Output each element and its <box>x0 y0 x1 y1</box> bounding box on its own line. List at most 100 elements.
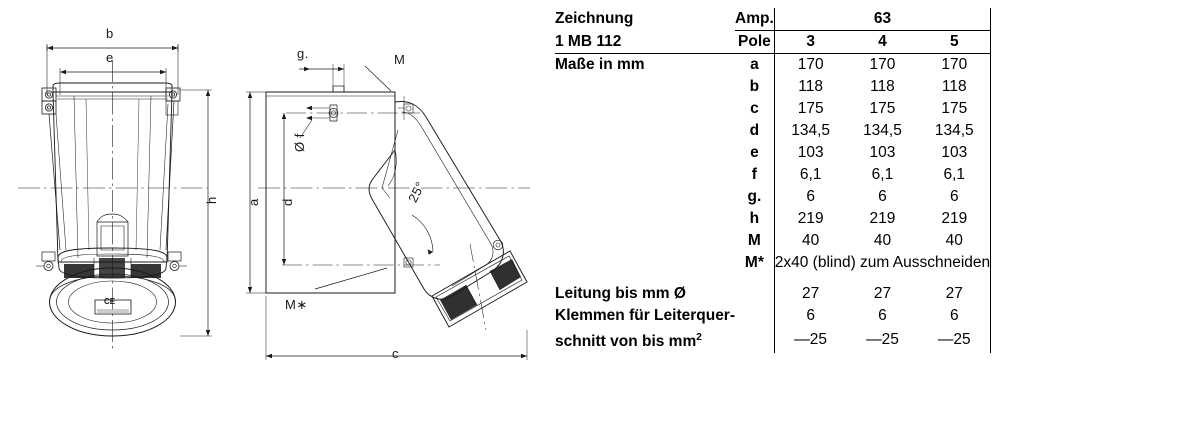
row-value: 6,1 <box>773 164 847 186</box>
table-row: b 118 118 118 <box>555 76 992 98</box>
row-symbol: b <box>749 78 760 95</box>
row-symbol: d <box>749 122 760 139</box>
terminal-label-line1: Klemmen für Leiterquer- <box>555 307 736 324</box>
pole-count-4: 4 <box>846 30 919 54</box>
row-symbol: g. <box>747 188 762 205</box>
row-value: 103 <box>869 144 896 161</box>
row-value: —25 <box>918 327 992 354</box>
row-value: 40 <box>873 232 892 249</box>
table-row: g. 6 6 6 <box>555 186 992 208</box>
cable-label: Leitung bis mm Ø <box>555 285 686 302</box>
table-row: f 6,1 6,1 6,1 <box>555 164 992 186</box>
row-desc-empty <box>555 98 735 120</box>
table-row-terminal-2: schnitt von bis mm2 —25 —25 —25 <box>555 327 992 354</box>
drawing-number: 1 MB 112 <box>555 30 736 54</box>
row-value: 175 <box>918 98 992 120</box>
row-symbol: c <box>750 100 759 117</box>
row-value: 118 <box>918 76 992 98</box>
dimensions-label: Maße in mm <box>555 56 645 73</box>
row-symbol-empty <box>735 327 774 353</box>
row-value: 27 <box>873 285 892 302</box>
pole-count-3: 3 <box>773 30 847 54</box>
row-desc-empty <box>555 164 735 186</box>
amp-label: Amp. <box>735 8 775 31</box>
dimension-label-m-star: M∗ <box>285 297 308 312</box>
row-desc-empty <box>555 120 735 142</box>
specification-table: Zeichnung Amp. 63 1 MB 112 Pole 3 4 5 Ma… <box>555 8 992 354</box>
technical-drawing: b e h g. M Ø f a d 25° M∗ c CE <box>0 0 545 427</box>
row-value: 134,5 <box>863 122 902 139</box>
table-row-mstar: M* 2x40 (blind) zum Ausschneiden <box>555 252 992 274</box>
row-symbol: h <box>749 210 760 227</box>
dimension-label-c: c <box>392 346 399 361</box>
row-symbol-empty <box>735 283 774 305</box>
row-value: 170 <box>918 53 992 76</box>
table-row-amp: Zeichnung Amp. 63 <box>555 8 992 31</box>
table-row-terminal-1: Klemmen für Leiterquer- 6 6 6 <box>555 305 992 327</box>
row-value: 6,1 <box>871 166 894 183</box>
amp-value: 63 <box>773 8 992 31</box>
ce-marking-label: CE <box>104 297 116 306</box>
drawing-label: Zeichnung <box>555 10 634 28</box>
row-value: 6 <box>878 307 887 324</box>
row-value: 219 <box>869 210 896 227</box>
table-row: h 219 219 219 <box>555 208 992 230</box>
table-row: e 103 103 103 <box>555 142 992 164</box>
row-desc-empty <box>555 186 735 208</box>
row-value: 134,5 <box>918 120 992 142</box>
row-value: 6 <box>773 186 847 208</box>
dimension-label-g: g. <box>297 46 309 61</box>
dimension-label-h: h <box>204 196 219 204</box>
row-value: 118 <box>773 76 847 98</box>
row-symbol: a <box>750 56 759 73</box>
row-value: 40 <box>918 230 992 252</box>
row-symbol: M <box>747 232 761 249</box>
table-row: Maße in mm a 170 170 170 <box>555 53 992 76</box>
drawing-canvas <box>18 44 530 360</box>
pole-count-5: 5 <box>918 30 992 54</box>
row-value: 27 <box>918 283 992 305</box>
dimension-label-e: e <box>106 50 114 65</box>
row-value: 170 <box>869 56 896 73</box>
row-value: —25 <box>866 331 899 349</box>
row-symbol: f <box>751 166 757 183</box>
row-desc-empty <box>555 142 735 164</box>
pole-label: Pole <box>735 30 775 54</box>
table-row-cable: Leitung bis mm Ø 27 27 27 <box>555 283 992 305</box>
dimension-label-m: M <box>394 52 406 67</box>
spec-table: Zeichnung Amp. 63 1 MB 112 Pole 3 4 5 Ma… <box>555 8 992 354</box>
table-spacer <box>555 274 992 283</box>
row-value: 6 <box>773 305 847 327</box>
row-desc-empty <box>555 230 735 252</box>
row-symbol-empty <box>735 305 774 327</box>
mstar-note: 2x40 (blind) zum Ausschneiden <box>773 252 992 274</box>
row-value: 134,5 <box>773 120 847 142</box>
row-value: 40 <box>773 230 847 252</box>
row-value: 6,1 <box>918 164 992 186</box>
row-desc-empty <box>555 76 735 98</box>
row-value: 175 <box>869 100 896 117</box>
row-desc-empty <box>555 252 735 274</box>
row-value: 118 <box>870 78 895 95</box>
row-value: 27 <box>773 283 847 305</box>
table-row: d 134,5 134,5 134,5 <box>555 120 992 142</box>
table-row: c 175 175 175 <box>555 98 992 120</box>
dimension-label-b: b <box>106 26 114 41</box>
row-value: 6 <box>918 186 992 208</box>
dimension-label-d: d <box>280 198 295 206</box>
dimension-label-diameter-f: Ø f <box>292 133 307 152</box>
row-value: 6 <box>878 188 887 205</box>
terminal-label-line2: schnitt von bis mm2 <box>555 327 735 353</box>
row-symbol: e <box>750 144 759 161</box>
table-row: M 40 40 40 <box>555 230 992 252</box>
terminal-label-line2-text: schnitt von bis mm <box>555 333 697 351</box>
row-desc-empty <box>555 208 735 230</box>
terminal-label-superscript: 2 <box>696 332 702 343</box>
row-value: 103 <box>918 142 992 164</box>
row-value: 219 <box>918 208 992 230</box>
row-value: 175 <box>773 98 847 120</box>
row-value: 170 <box>773 53 847 76</box>
dimension-label-a: a <box>246 198 261 206</box>
row-value: 219 <box>773 208 847 230</box>
